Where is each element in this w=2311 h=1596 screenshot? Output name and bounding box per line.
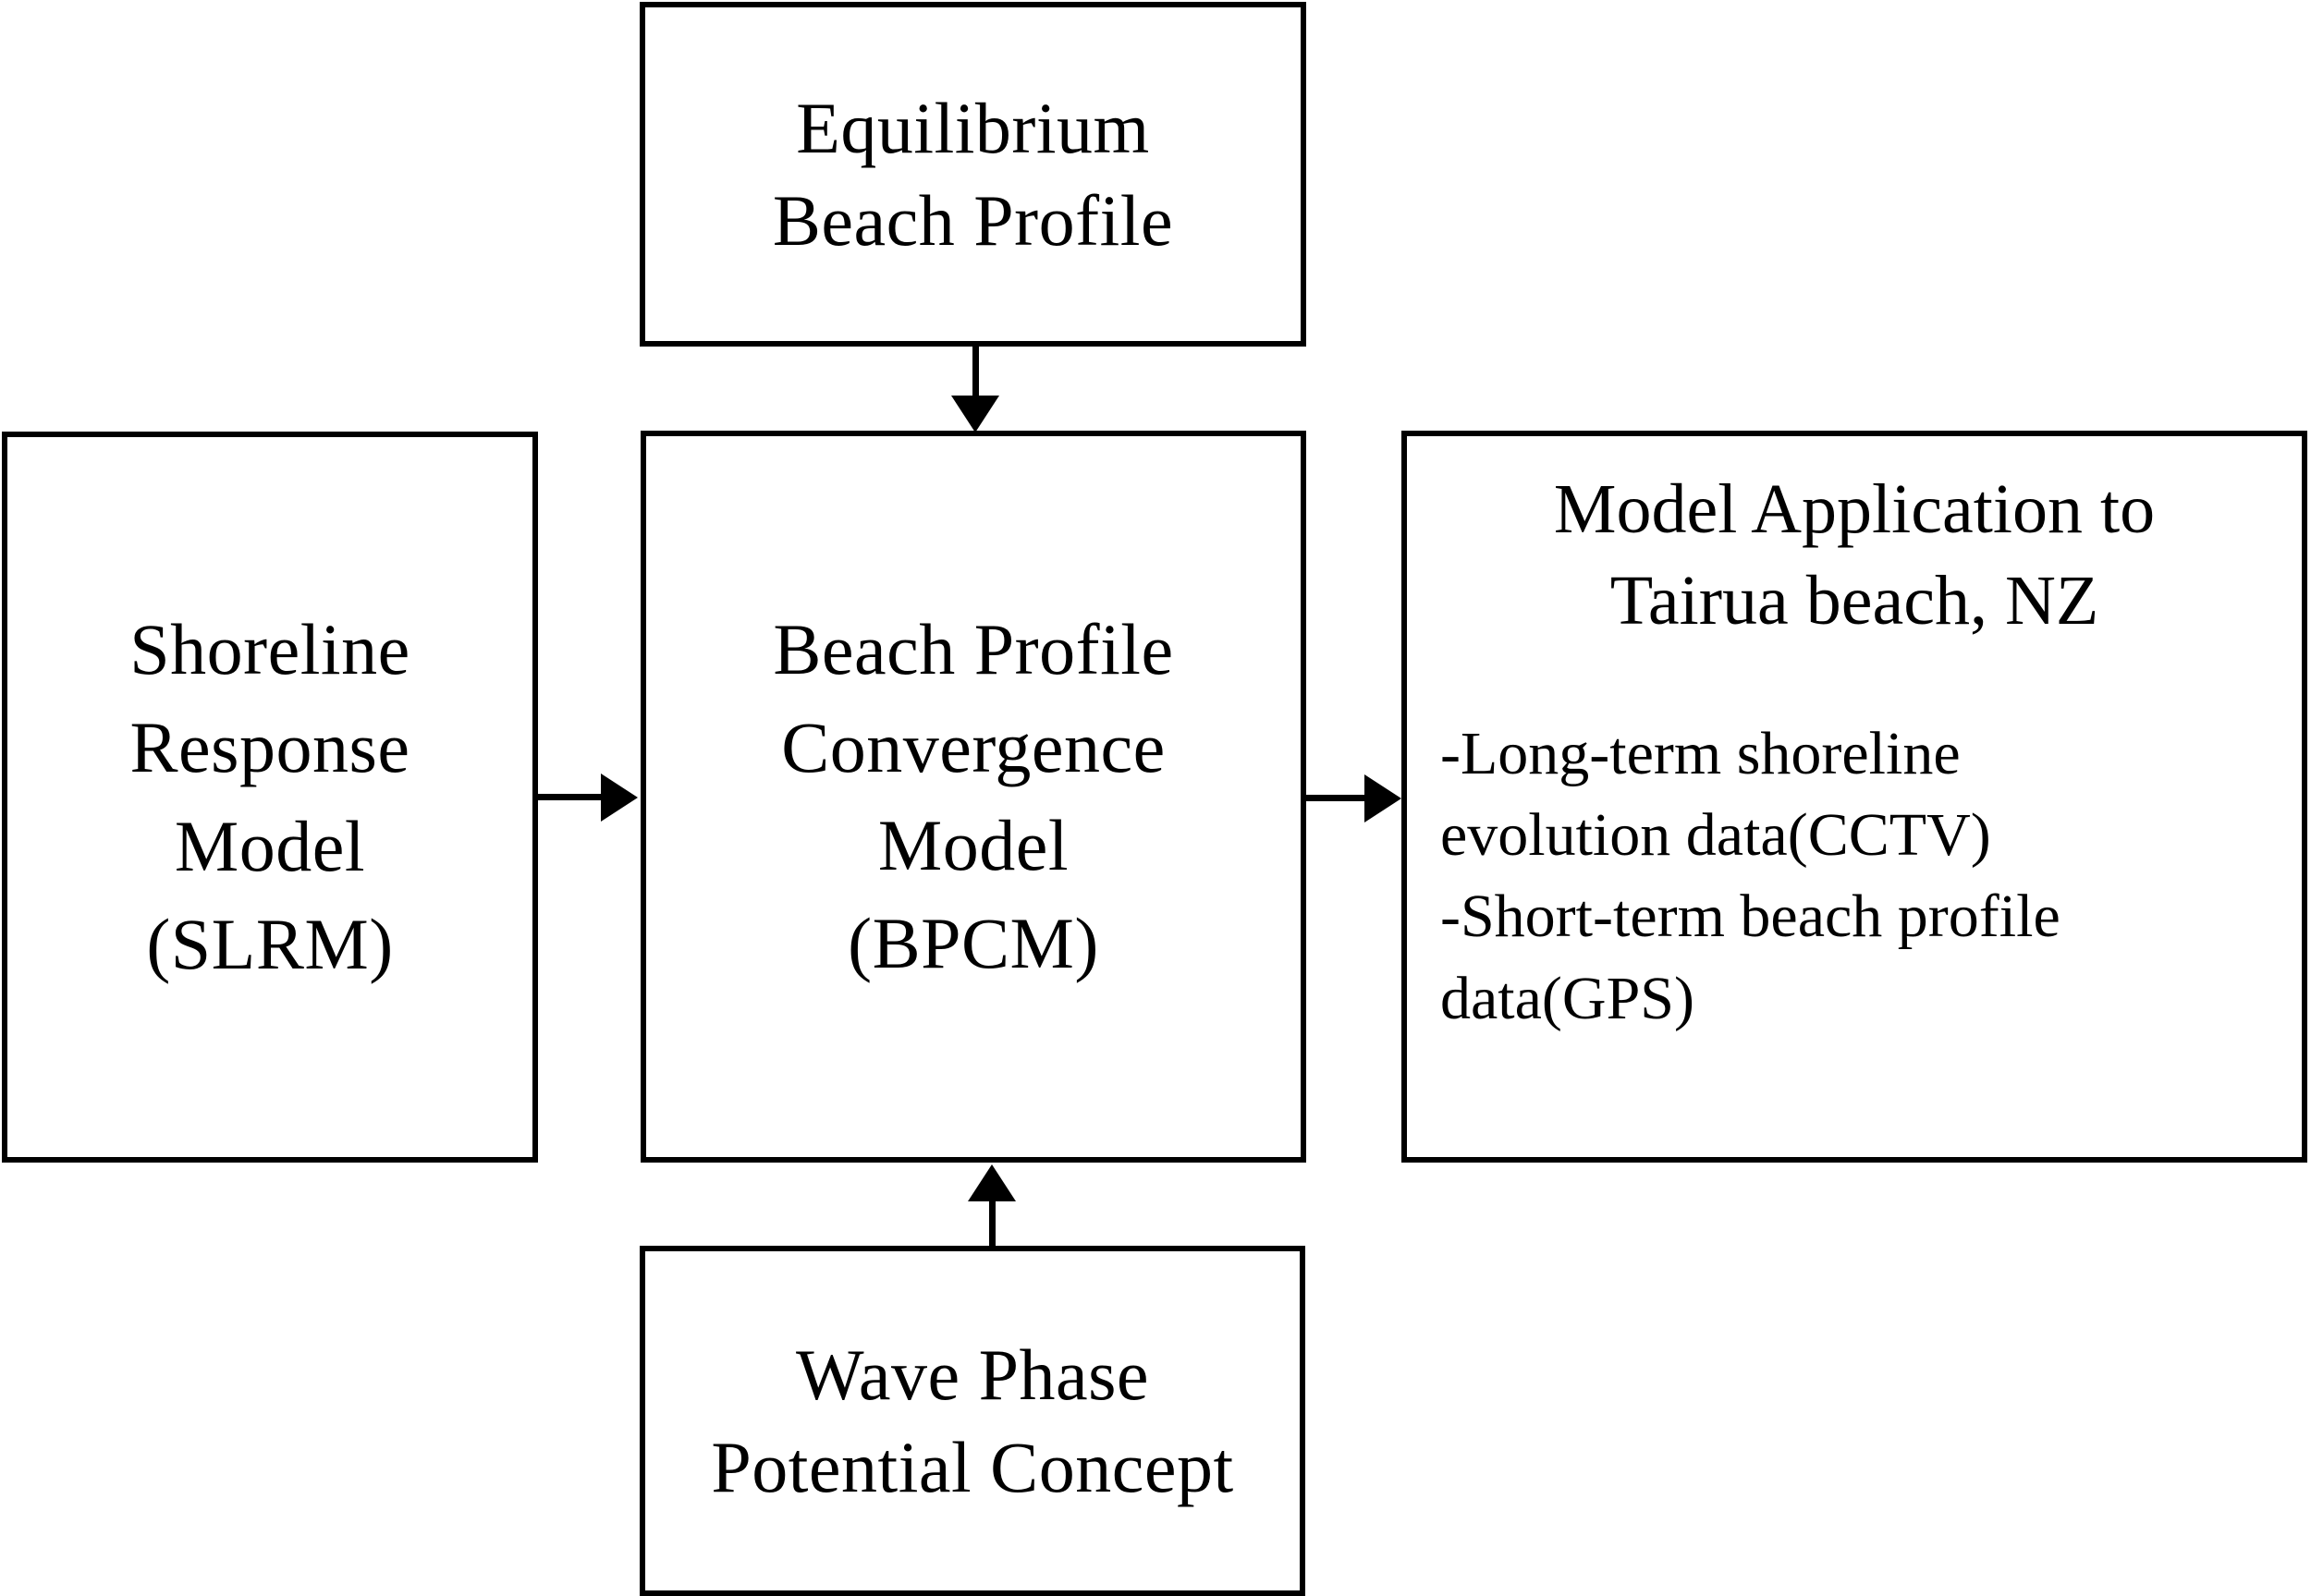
arrow-down-icon — [951, 396, 999, 433]
node-model-application[interactable]: Model Application to Tairua beach, NZ -L… — [1401, 431, 2307, 1163]
node-shoreline-response-model[interactable]: Shoreline Response Model (SLRM) — [2, 432, 538, 1163]
node-beach-profile-convergence-model[interactable]: Beach Profile Convergence Model (BPCM) — [641, 431, 1306, 1163]
arrow-right-icon — [601, 774, 638, 822]
node-model-application-bullets: -Long-term shoreline evolution data(CCTV… — [1431, 713, 2278, 1041]
list-item: -Long-term shoreline evolution data(CCTV… — [1440, 719, 1991, 870]
node-equilibrium-beach-profile[interactable]: Equilibrium Beach Profile — [640, 2, 1306, 347]
connector-wave-to-bpcm-line — [989, 1200, 996, 1248]
node-beach-profile-convergence-model-label: Beach Profile Convergence Model (BPCM) — [773, 608, 1174, 984]
node-equilibrium-beach-profile-label: Equilibrium Beach Profile — [772, 87, 1174, 261]
arrow-right-icon — [1364, 774, 1401, 822]
node-wave-phase-potential-concept-label: Wave Phase Potential Concept — [711, 1334, 1234, 1507]
node-wave-phase-potential-concept[interactable]: Wave Phase Potential Concept — [640, 1246, 1305, 1596]
list-item: -Short-term beach profile data(GPS) — [1440, 883, 2060, 1032]
node-model-application-title: Model Application to Tairua beach, NZ — [1553, 470, 2156, 640]
connector-bpcm-to-application-line — [1306, 795, 1367, 801]
connector-slrm-to-bpcm-line — [538, 794, 605, 800]
arrow-up-icon — [968, 1164, 1016, 1201]
node-shoreline-response-model-label: Shoreline Response Model (SLRM) — [129, 609, 410, 984]
connector-equilibrium-to-bpcm-line — [972, 347, 979, 400]
